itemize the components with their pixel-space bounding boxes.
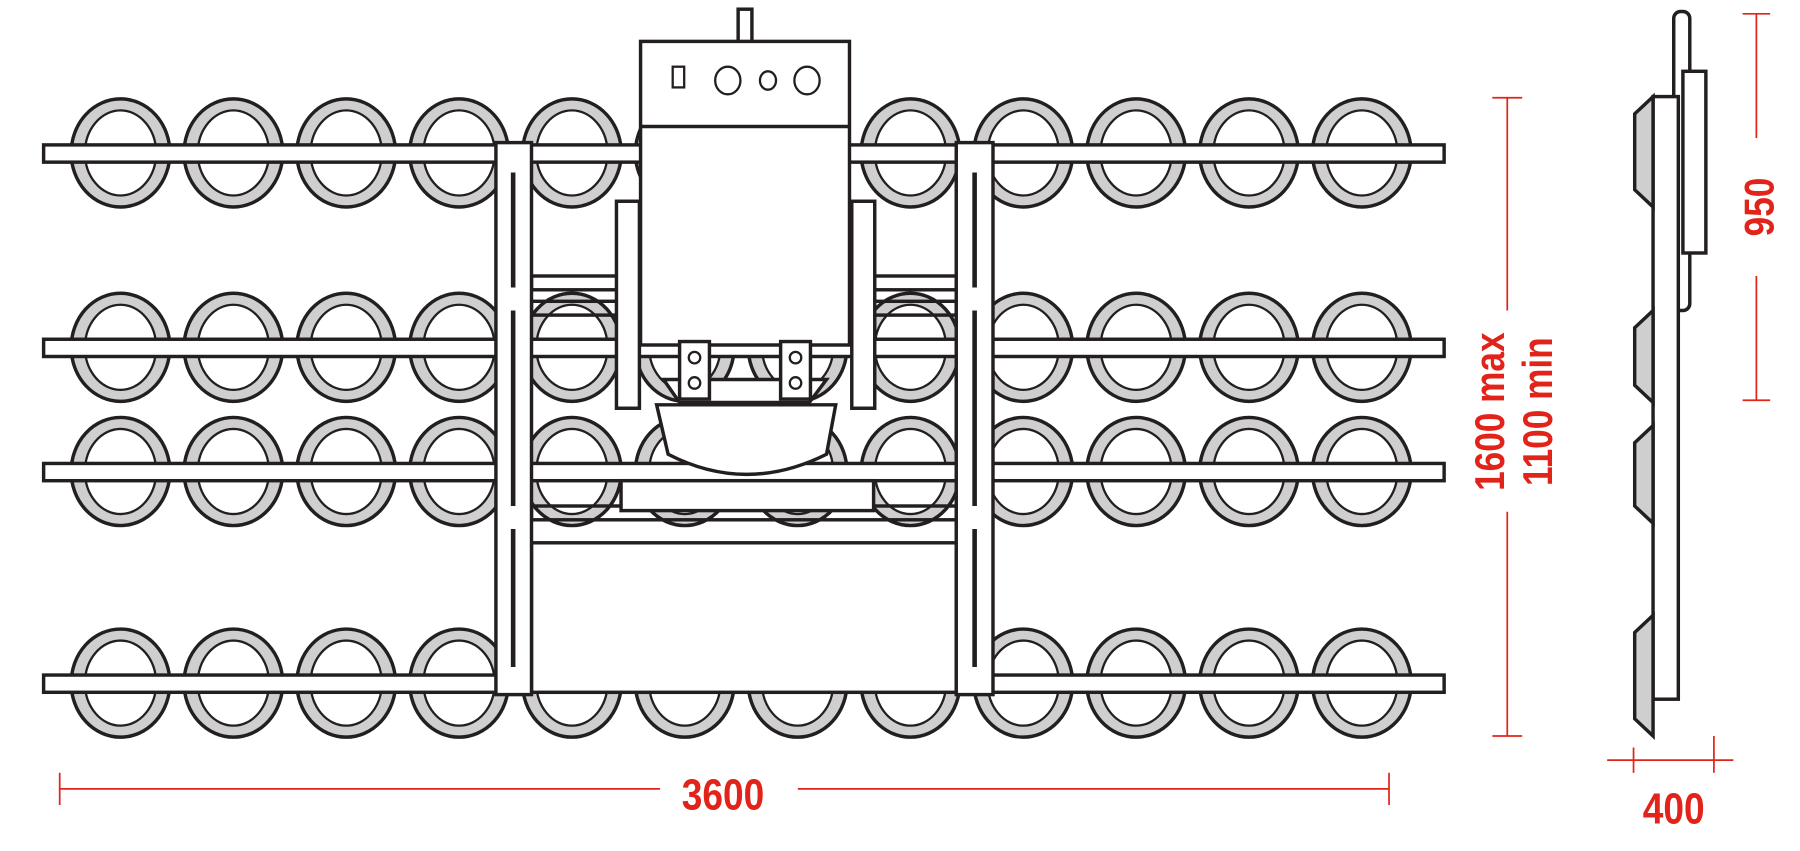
height-max-dimension: 1600 max — [1467, 332, 1513, 491]
side-suction-cup — [1632, 421, 1655, 528]
side-view — [1632, 9, 1708, 740]
side-suction-cup — [1632, 92, 1655, 211]
lifting-unit — [614, 7, 877, 513]
side-suction-cup — [1632, 306, 1655, 407]
frame — [494, 140, 995, 697]
height-min-dimension: 1100 min — [1515, 337, 1561, 486]
width-dimension: 3600 — [682, 770, 764, 820]
side-height-dimension: 950 — [1737, 178, 1783, 237]
side-depth-dimension: 400 — [1643, 784, 1705, 834]
side-suction-cup — [1632, 611, 1655, 740]
dimension-lines — [58, 12, 1771, 805]
